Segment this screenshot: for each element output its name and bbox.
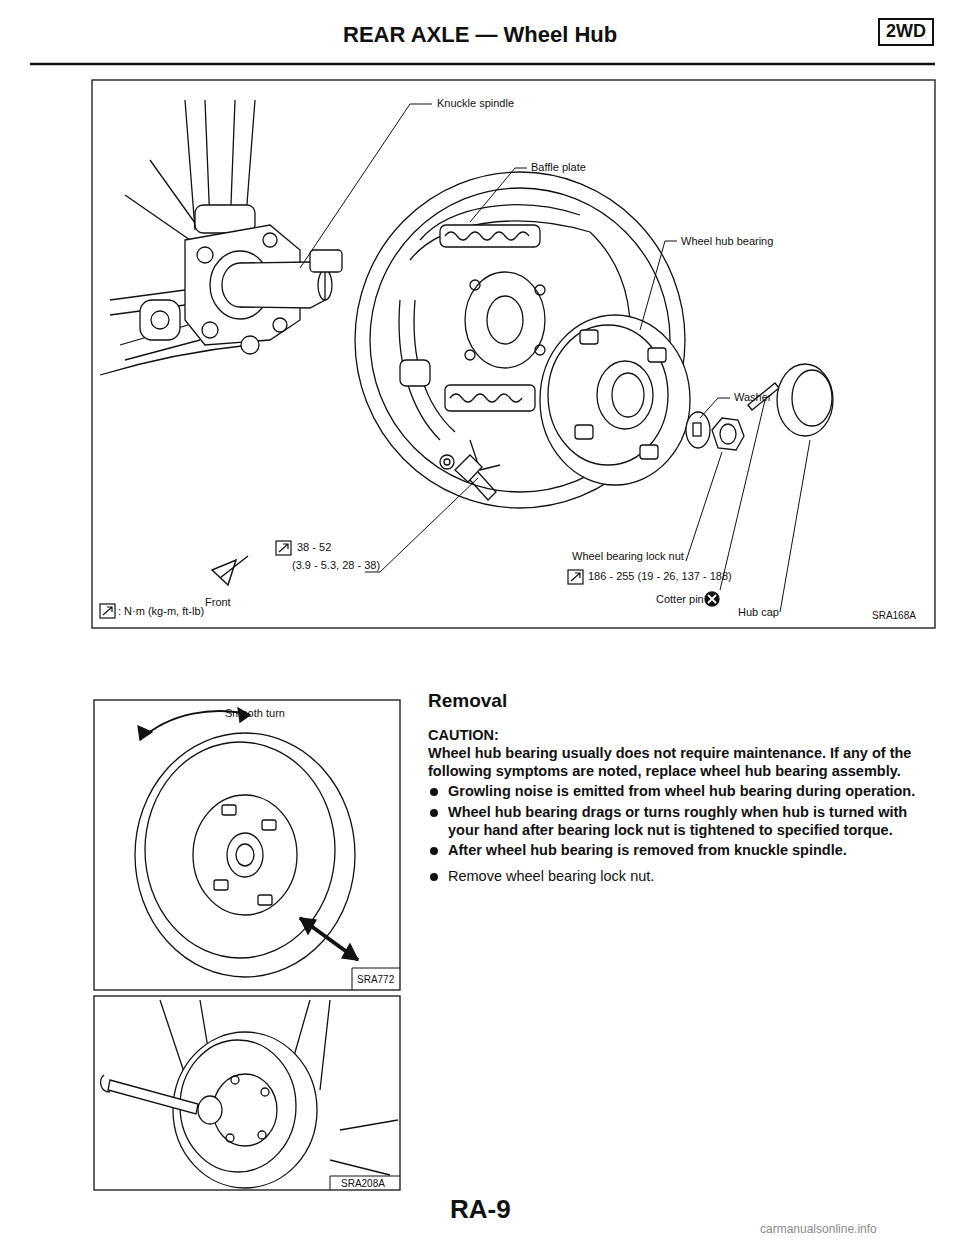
figure-code: SRA168A (872, 610, 916, 622)
figure-code: SRA208A (341, 1178, 385, 1190)
bullet-item: Remove wheel bearing lock nut. (428, 867, 935, 885)
page-title: REAR AXLE — Wheel Hub (343, 22, 617, 48)
bullet-text: Wheel hub bearing drags or turns roughly… (448, 803, 935, 839)
part-label: Hub cap (738, 606, 779, 619)
part-label: Washer (734, 391, 772, 404)
tag-text: 2WD (886, 21, 926, 41)
watermark: carmanualsonline.info (760, 1222, 877, 1236)
part-label: Cotter pin (656, 593, 704, 606)
unit-note: : N·m (kg-m, ft-lb) (118, 605, 204, 618)
bullet-dot (430, 788, 438, 796)
bullet-dot (430, 847, 438, 855)
page-number: RA-9 (450, 1194, 511, 1225)
caution-text: Wheel hub bearing usually does not requi… (428, 744, 935, 780)
caution-heading: CAUTION: (428, 726, 935, 744)
direction-label: Front (205, 596, 231, 609)
bullet-text: Remove wheel bearing lock nut. (448, 867, 935, 885)
section-heading: Removal (428, 690, 935, 712)
torque-value: 186 - 255 (19 - 26, 137 - 188) (588, 570, 732, 583)
section-tag: 2WD (878, 18, 934, 46)
bullet-dot (430, 873, 438, 881)
text-column: RemovalCAUTION:Wheel hub bearing usually… (428, 690, 935, 885)
torque-value: (3.9 - 5.3, 28 - 38) (292, 559, 380, 572)
part-label: Knuckle spindle (437, 97, 514, 110)
note-label: Smooth turn (225, 707, 285, 720)
bullet-dot (430, 809, 438, 817)
part-label: Baffle plate (531, 161, 586, 174)
bullet-item: Growling noise is emitted from wheel hub… (428, 782, 935, 800)
bullet-text: After wheel hub bearing is removed from … (448, 841, 935, 859)
figure-code: SRA772 (357, 974, 394, 986)
bullet-item: After wheel hub bearing is removed from … (428, 841, 935, 859)
torque-value: 38 - 52 (297, 541, 331, 554)
bullet-item: Wheel hub bearing drags or turns roughly… (428, 803, 935, 839)
bullet-text: Growling noise is emitted from wheel hub… (448, 782, 935, 800)
part-label: Wheel bearing lock nut (572, 550, 684, 563)
part-label: Wheel hub bearing (681, 235, 773, 248)
